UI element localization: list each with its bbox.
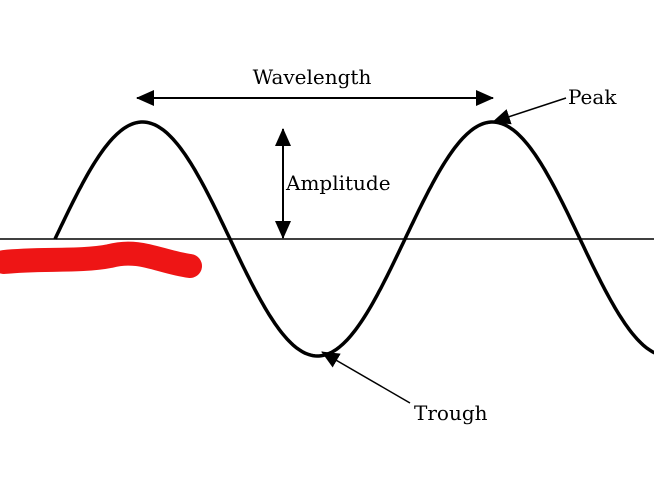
trough-label: Trough: [414, 401, 488, 425]
wavelength-label: Wavelength: [253, 65, 372, 89]
amplitude-label: Amplitude: [285, 171, 391, 195]
peak-label: Peak: [568, 85, 617, 109]
sine-wave: [53, 120, 654, 358]
trough-pointer: [321, 351, 411, 404]
peak-pointer: [492, 97, 567, 125]
redaction-scribble: [0, 241, 202, 278]
